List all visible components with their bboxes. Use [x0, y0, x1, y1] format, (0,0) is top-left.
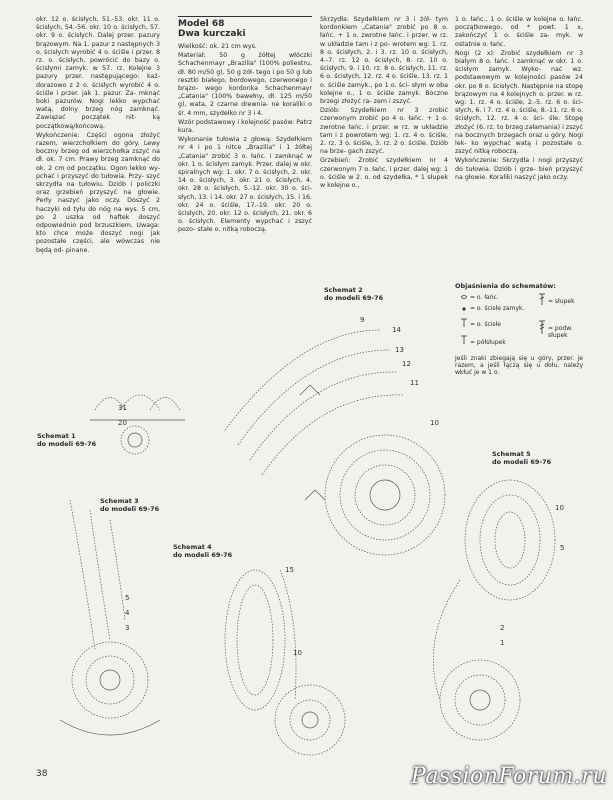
diagram-number: 1 — [500, 639, 504, 647]
model-heading: Model 68 Dwa kurczaki — [178, 16, 312, 39]
legend-item: = o. ścisłe — [470, 321, 501, 328]
text-column-2: Model 68 Dwa kurczaki Wielkość: ok. 21 c… — [178, 16, 312, 236]
paragraph: Nogi (2 x): Zrobić szydełkiem nr 3 biały… — [455, 49, 583, 156]
paragraph: Wykończenie: Skrzydła i nogi przyszyć do… — [455, 157, 583, 181]
diagram-number: 5 — [125, 594, 129, 602]
paragraph: Grzebień: Zrobić szydełkiem nr 4 czerwon… — [320, 157, 448, 190]
legend-item: = podw. słupek — [548, 325, 573, 339]
legend-note: Jeśli znaki zbiegają się u góry, przer. … — [455, 355, 583, 376]
legend-item: = o. łańc. — [470, 294, 499, 301]
schema-1-diagram — [90, 394, 185, 455]
legend-item: = słupek — [548, 298, 575, 305]
legend-item: = o. ścisłe zamyk. — [470, 305, 525, 312]
paragraph: Materiał: 50 g żółtej włóczki Schachenma… — [178, 52, 312, 117]
paragraph: Wykończenie: Części ogona złożyć razem, … — [36, 131, 160, 254]
paragraph: Wielkość: ok. 21 cm wys. — [178, 43, 257, 50]
text-column-1: okr. 12 o. ścisłych, 51.-53. okr. 11 o. … — [36, 16, 160, 256]
watermark: PassionForum.ru — [411, 764, 607, 789]
text-column-3: Skrzydła: Szydełkiem nr 3 i żół- tym kor… — [320, 16, 448, 191]
diagram-number: 10 — [293, 649, 302, 657]
paragraph: okr. 12 o. ścisłych, 51.-53. okr. 11 o. … — [36, 16, 160, 130]
slip-stitch-symbol — [462, 307, 466, 311]
paragraph: Wykonanie tułowia z głową: Szydełkiem nr… — [178, 136, 312, 234]
diagram-number: 9 — [360, 316, 364, 324]
model-name: Dwa kurczaki — [178, 29, 246, 39]
chain-symbol — [461, 295, 467, 299]
diagram-number: 13 — [395, 346, 404, 354]
paragraph: Dziób: Szydełkiem nr 3 zrobić czerwonym … — [320, 107, 448, 156]
schema-3-diagram — [59, 499, 161, 736]
diagram-number: 12 — [402, 360, 411, 368]
diagram-number: 5 — [560, 544, 564, 552]
schema-4-diagram — [224, 569, 346, 756]
diagram-number: 4 — [125, 609, 130, 617]
diagram-number: 2 — [500, 624, 504, 632]
paragraph: Skrzydła: Szydełkiem nr 3 i żół- tym kor… — [320, 16, 448, 106]
paragraph: 1 o. łańc., 1 o. ściśle w kolejne o. łań… — [455, 16, 583, 48]
diagram-number: 11 — [410, 379, 419, 387]
diagram-number: 15 — [285, 566, 294, 574]
diagram-number: 3 — [125, 624, 129, 632]
schema-2-diagram — [224, 329, 446, 556]
page-number: 38 — [36, 769, 48, 779]
diagram-number: 10 — [555, 504, 564, 512]
legend-title: Objaśnienia do schematów: — [455, 282, 556, 290]
legend-item: = półsłupek — [470, 339, 506, 346]
paragraph: Wzór podstawowy i kolejność pasów: Patrz… — [178, 118, 312, 135]
diagram-number: 10 — [430, 419, 439, 427]
model-number: Model 68 — [178, 19, 225, 29]
diagram-number: 14 — [392, 326, 401, 334]
diagram-number: 31 — [118, 404, 127, 412]
schema-5-diagram — [432, 479, 556, 741]
diagram-number: 20 — [118, 419, 127, 427]
text-column-4: 1 o. łańc., 1 o. ściśle w kolejne o. łań… — [455, 16, 583, 183]
